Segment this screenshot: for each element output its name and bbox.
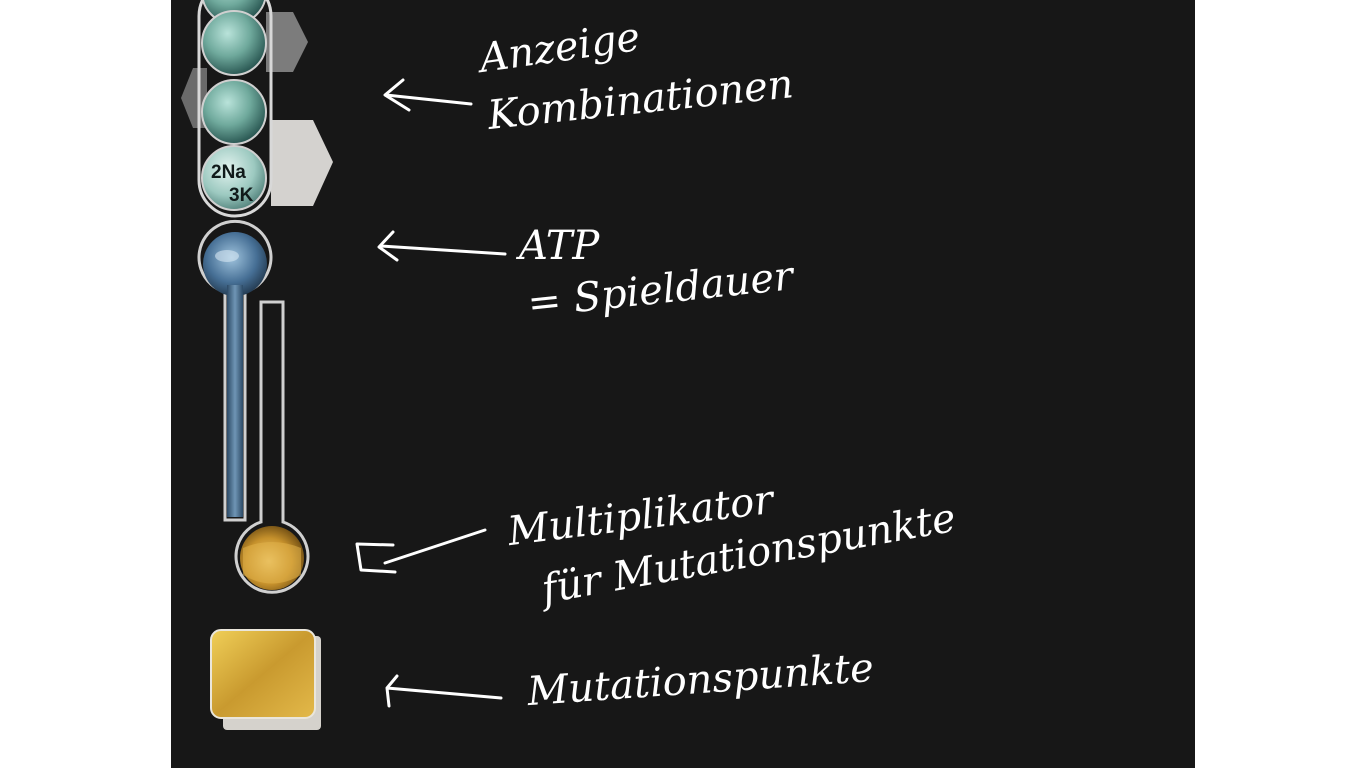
game-canvas: 2Na 3K Anzeige Kombinationen bbox=[171, 0, 1195, 768]
ion-sphere-icon bbox=[201, 79, 267, 145]
multiplier-meter bbox=[234, 300, 310, 594]
atp-meter bbox=[197, 219, 273, 522]
hex-decoration bbox=[181, 68, 207, 128]
arrow-atp-icon bbox=[377, 230, 507, 262]
ion-sphere-icon bbox=[201, 10, 267, 76]
arrow-multiplier-icon bbox=[355, 528, 487, 574]
atp-thermometer-icon bbox=[203, 232, 267, 296]
hex-decoration bbox=[271, 120, 333, 206]
ion-label-bottom: 3K bbox=[229, 185, 254, 206]
arrow-combinations-icon bbox=[383, 78, 473, 112]
ion-label-top: 2Na bbox=[211, 162, 246, 183]
hud-graphics: 2Na 3K bbox=[181, 0, 507, 730]
ion-sphere-2na-3k-icon bbox=[201, 145, 267, 211]
combination-tube bbox=[197, 0, 273, 218]
mutation-points-box-icon bbox=[210, 629, 316, 719]
annotation-atp-line1: ATP bbox=[519, 223, 600, 269]
hex-decoration bbox=[266, 12, 308, 72]
mutation-points-box bbox=[210, 629, 321, 730]
arrow-mutation-points-icon bbox=[385, 674, 503, 708]
